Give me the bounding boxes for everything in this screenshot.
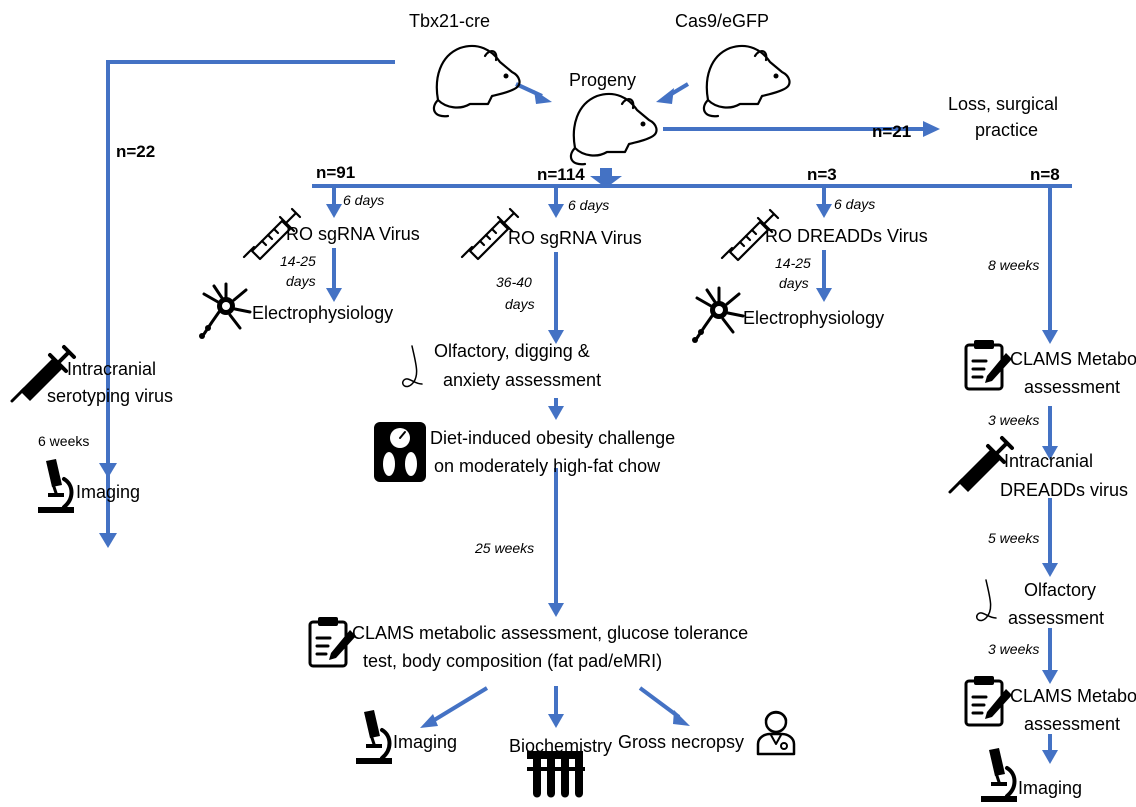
arrowhead	[816, 288, 832, 302]
ephys-sg-interval2-line1: 14-25	[280, 253, 316, 269]
main-interval2-line2: days	[505, 296, 535, 312]
test-tubes-icon	[527, 751, 585, 798]
dreadd-olf-line1: Olfactory	[1024, 580, 1096, 600]
arrowhead	[1042, 563, 1058, 577]
parent2-label: Cas9/eGFP	[675, 11, 769, 31]
main-virus: RO sgRNA Virus	[508, 228, 642, 248]
main-interval2-line1: 36-40	[496, 274, 532, 290]
nose-icon	[975, 579, 997, 622]
outcome-biochemistry: Biochemistry	[509, 736, 612, 756]
arrow-heads	[99, 88, 1058, 764]
dreadd-count: n=8	[1030, 165, 1060, 184]
serotyping-branch-line	[106, 60, 395, 535]
arrowhead	[99, 533, 117, 548]
arrowhead	[673, 710, 690, 726]
dreadd-virus-line2: DREADDs virus	[1000, 480, 1128, 500]
main-interval3: 25 weeks	[474, 540, 534, 556]
mouse-icon	[702, 44, 791, 118]
dreadd-interval1: 8 weeks	[988, 257, 1039, 273]
outcome-necropsy: Gross necropsy	[618, 732, 744, 752]
arrowhead	[656, 88, 674, 104]
ephys-dreadd-count: n=3	[807, 165, 837, 184]
clipboard-icon	[964, 338, 1014, 391]
progeny-label: Progeny	[569, 70, 636, 90]
arrowhead	[326, 288, 342, 302]
arrowhead	[548, 330, 564, 344]
outcome-imaging: Imaging	[393, 732, 457, 752]
ephys-sg-outcome: Electrophysiology	[252, 303, 393, 323]
arrowhead	[534, 90, 552, 104]
scale-icon	[373, 421, 427, 483]
connector-lines	[106, 60, 1072, 752]
ephys-sg-virus: RO sgRNA Virus	[286, 224, 420, 244]
dreadd-interval2: 3 weeks	[988, 412, 1039, 428]
ephys-dreadd-outcome: Electrophysiology	[743, 308, 884, 328]
arrowhead	[1042, 446, 1058, 460]
dreadd-interval3: 5 weeks	[988, 530, 1039, 546]
neuron-icon	[197, 282, 252, 341]
main-diet-line1: Diet-induced obesity challenge	[430, 428, 675, 448]
mouse-icon	[569, 92, 658, 166]
main-behav-line1: Olfactory, digging &	[434, 341, 590, 361]
microscope-icon	[36, 457, 76, 515]
ephys-sg-count: n=91	[316, 163, 355, 182]
arrowhead	[1042, 330, 1058, 344]
outcome-imaging-line	[429, 686, 489, 724]
ephys-dreadd-interval1: 6 days	[834, 196, 875, 212]
nose-icon	[401, 345, 423, 388]
main-count: n=114	[537, 165, 585, 184]
clipboard-icon	[964, 674, 1014, 727]
dreadd-olf-line2: assessment	[1008, 608, 1104, 628]
ephys-dreadd-virus: RO DREADDs Virus	[765, 226, 928, 246]
main-diet-line2: on moderately high-fat chow	[434, 456, 661, 476]
arrowhead	[548, 204, 564, 218]
clipboard-icon	[308, 615, 358, 668]
arrowhead	[548, 603, 564, 617]
dreadd-imaging: Imaging	[1018, 778, 1082, 798]
dreadd-clams1-line1: CLAMS Metabolic	[1010, 349, 1136, 369]
loss-count: n=21	[872, 122, 911, 141]
arrowhead	[548, 406, 564, 420]
arrowhead	[1042, 670, 1058, 684]
serotyping-step1-line2: serotyping virus	[47, 386, 173, 406]
ephys-sg-interval2-line2: days	[286, 273, 316, 289]
ephys-dreadd-interval2-line1: 14-25	[775, 255, 811, 271]
dreadd-clams2-line1: CLAMS Metabolic	[1010, 686, 1136, 706]
arrowhead	[420, 714, 438, 728]
dreadd-virus-line1: Intracranial	[1004, 451, 1093, 471]
neuron-icon	[690, 286, 745, 345]
arrowhead	[548, 714, 564, 728]
ephys-sg-interval1: 6 days	[343, 192, 384, 208]
parent1-label: Tbx21-cre	[409, 11, 490, 31]
dreadd-clams1-line2: assessment	[1024, 377, 1120, 397]
outcome-necropsy-line	[638, 686, 681, 719]
arrowhead	[816, 204, 832, 218]
microscope-icon	[354, 708, 394, 766]
microscope-icon	[979, 746, 1019, 804]
loss-label-line1: Loss, surgical	[948, 94, 1058, 114]
main-behav-line2: anxiety assessment	[443, 370, 601, 390]
arrowhead	[923, 121, 940, 137]
mouse-icon	[432, 44, 521, 118]
doctor-icon	[756, 710, 796, 756]
serotyping-count: n=22	[116, 142, 155, 161]
dreadd-interval4: 3 weeks	[988, 641, 1039, 657]
arrowhead	[1042, 750, 1058, 764]
dreadd-clams2-line2: assessment	[1024, 714, 1120, 734]
main-clams-line1: CLAMS metabolic assessment, glucose tole…	[352, 623, 748, 643]
serotyping-interval: 6 weeks	[38, 433, 89, 449]
arrowhead	[326, 204, 342, 218]
serotyping-step1-line1: Intracranial	[67, 359, 156, 379]
arrowhead	[99, 463, 117, 478]
progeny-block-arrow	[590, 168, 622, 188]
ephys-dreadd-interval2-line2: days	[779, 275, 809, 291]
main-clams-line2: test, body composition (fat pad/eMRI)	[363, 651, 662, 671]
loss-label-line2: practice	[975, 120, 1038, 140]
main-interval1: 6 days	[568, 197, 609, 213]
serotyping-imaging: Imaging	[76, 482, 140, 502]
